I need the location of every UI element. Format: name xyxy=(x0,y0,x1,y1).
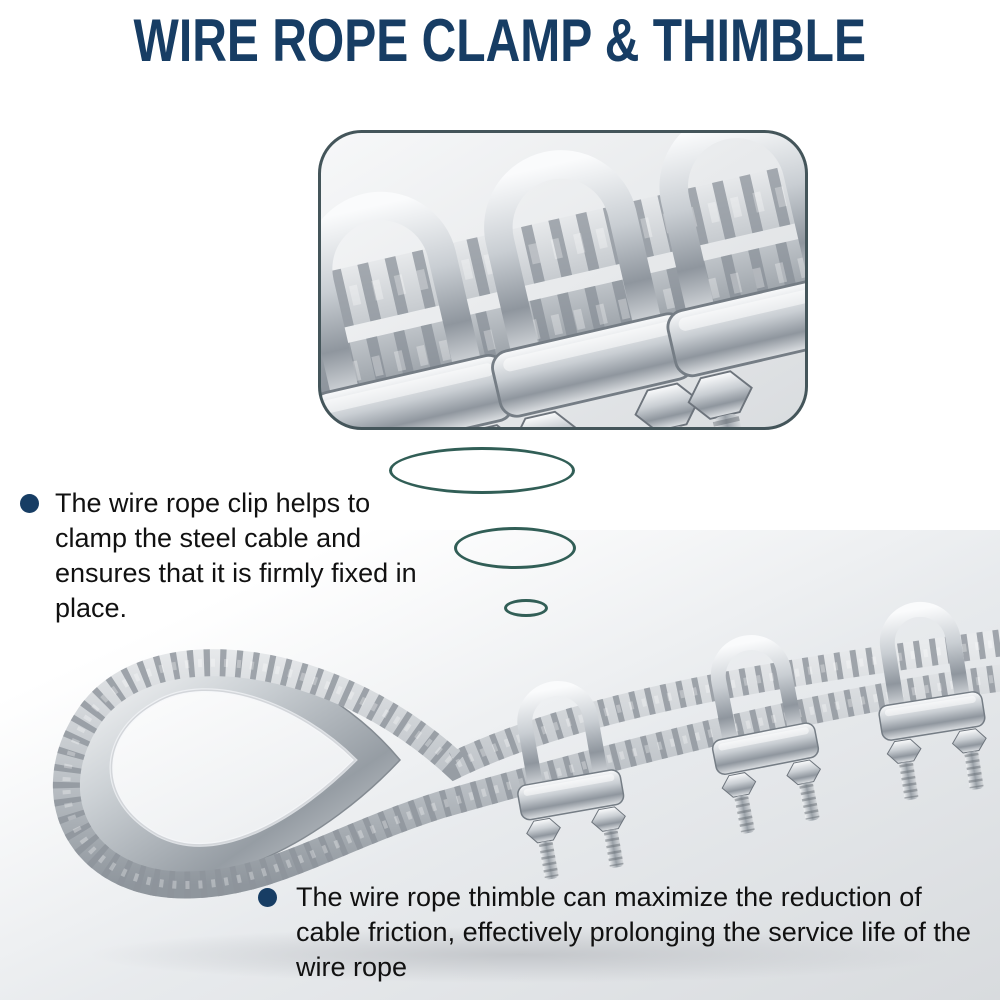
photo-background-wash xyxy=(0,530,1000,1000)
cable-strand-texture xyxy=(319,199,807,429)
bullet-thimble-text: The wire rope thimble can maximize the r… xyxy=(296,882,971,982)
zoom-callout-ellipse-medium xyxy=(454,527,576,569)
bullet-clip: The wire rope clip helps to clamp the st… xyxy=(20,486,440,626)
inset-closeup-photo xyxy=(318,130,808,430)
product-shadow xyxy=(90,927,950,983)
bullet-marker-icon xyxy=(20,494,39,513)
bullet-marker-icon xyxy=(258,888,277,907)
inset-rounded-border xyxy=(318,130,808,430)
zoom-callout-ellipse-small xyxy=(504,599,548,617)
product-photo xyxy=(0,555,1000,983)
page-title: WIRE ROPE CLAMP & THIMBLE xyxy=(0,8,1000,74)
bullet-thimble: The wire rope thimble can maximize the r… xyxy=(258,880,988,985)
cable-highlight xyxy=(319,145,807,341)
zoom-callout-ellipse-large xyxy=(389,447,575,494)
inset-photo-content xyxy=(319,131,807,429)
bullet-clip-text: The wire rope clip helps to clamp the st… xyxy=(55,488,417,623)
thimble-groove-highlight xyxy=(109,688,358,847)
page-title-text: WIRE ROPE CLAMP & THIMBLE xyxy=(133,7,867,74)
